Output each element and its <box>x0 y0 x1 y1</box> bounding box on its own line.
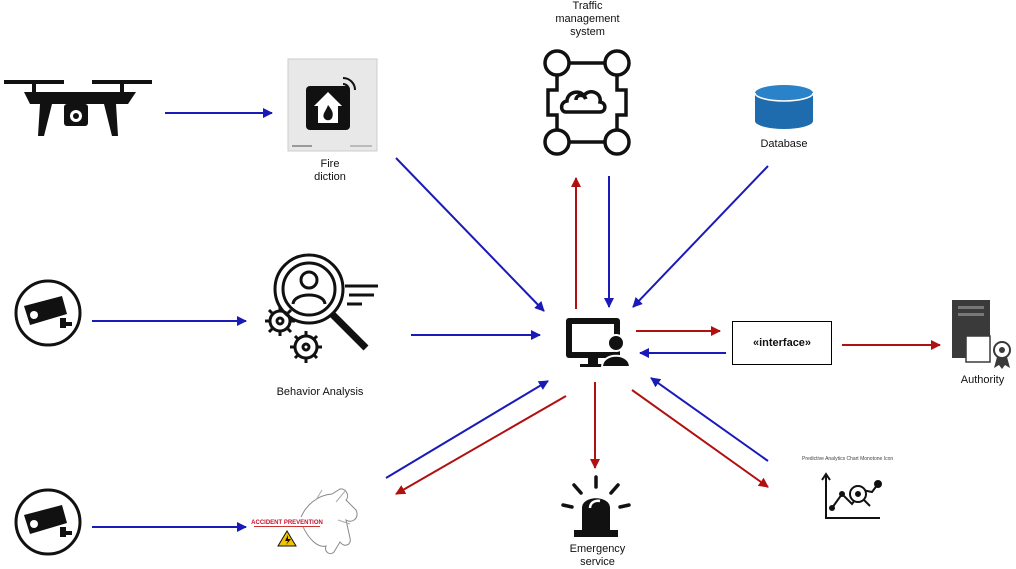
arrow-accident-to-hub <box>385 380 549 479</box>
analytics-label: Predictive Analytics Chart Monotone Icon <box>802 456 894 462</box>
camera-icon-bottom <box>14 488 82 556</box>
arrow-hub-to-accident <box>395 395 567 495</box>
accident-prevention-text: ACCIDENT PREVENTION <box>251 520 323 526</box>
database-label: Database <box>760 138 808 150</box>
authority-server-icon <box>952 300 1011 369</box>
database-icon <box>754 85 814 129</box>
arrow-hub-to-analytics <box>631 389 769 488</box>
arrow-database-to-hub <box>632 165 769 308</box>
fire-detection-icon <box>287 58 378 152</box>
predictive-analytics-icon <box>821 472 882 519</box>
emergency-siren-icon <box>561 475 631 537</box>
arrow-fire-to-hub <box>395 157 545 312</box>
traffic-label: Traffic management system <box>555 0 620 38</box>
camera-icon-top <box>14 279 82 347</box>
computer-user-icon <box>566 318 632 368</box>
emergency-label: Emergency service <box>569 543 626 568</box>
traffic-management-icon <box>543 49 631 156</box>
interface-box: «interface» <box>732 321 832 365</box>
fire-label: Fire diction <box>314 158 346 183</box>
arrow-analytics-to-hub <box>650 377 769 462</box>
authority-label: Authority <box>960 374 1005 386</box>
accident-prevention-icon <box>254 488 358 555</box>
drone-icon <box>4 80 152 136</box>
behavior-label: Behavior Analysis <box>276 386 364 398</box>
behavior-analysis-icon <box>265 253 378 363</box>
